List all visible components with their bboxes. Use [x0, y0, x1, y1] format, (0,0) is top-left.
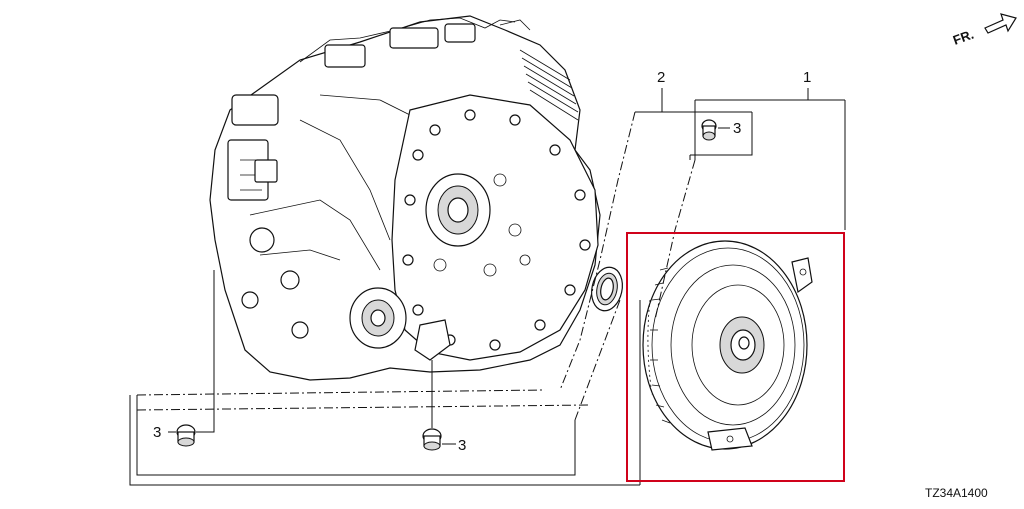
drain-bolt-left[interactable] — [176, 424, 196, 447]
orientation-label: FR. — [951, 27, 976, 48]
callout-3-top: 3 — [733, 120, 741, 137]
drain-bolt-bottom[interactable] — [422, 428, 442, 451]
callout-3-bottom: 3 — [458, 437, 466, 454]
callout-2: 2 — [657, 69, 665, 86]
oil-seal[interactable] — [588, 264, 626, 313]
callout-1: 1 — [803, 69, 811, 86]
callout-3-left: 3 — [153, 424, 161, 441]
arrow-icon — [984, 13, 1017, 34]
leader-lines — [129, 88, 846, 486]
torque-converter[interactable] — [642, 240, 813, 451]
transmission-assembly[interactable] — [209, 15, 601, 381]
drawing-code: TZ34A1400 — [925, 486, 988, 500]
filler-bolt-top[interactable] — [701, 119, 717, 141]
highlight-box — [626, 232, 845, 482]
front-orientation-indicator: FR. — [951, 13, 1017, 48]
